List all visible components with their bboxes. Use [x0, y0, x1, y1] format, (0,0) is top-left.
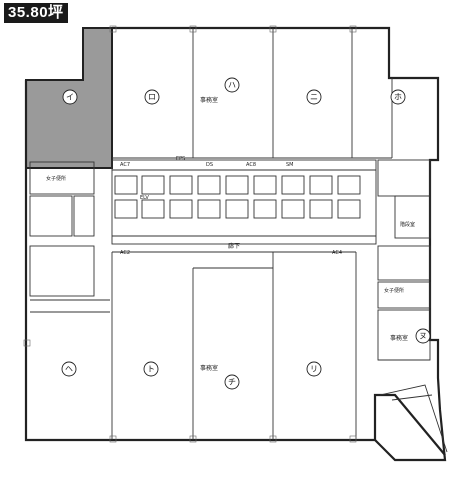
unit-he: ヘ [61, 361, 77, 377]
svg-text:ホ: ホ [394, 93, 402, 102]
building-outline [24, 26, 447, 462]
unit-nu: ヌ [415, 328, 431, 344]
left-service [29, 161, 110, 313]
right-service [377, 159, 431, 361]
svg-text:ヌ: ヌ [419, 332, 427, 341]
svg-text:ロ: ロ [148, 93, 156, 102]
wc-label-left: 女子便所 [46, 175, 66, 182]
office-label-south: 事務室 [200, 364, 218, 372]
ac7-label: AC7 [120, 162, 130, 168]
south-partitions [111, 251, 357, 440]
svg-text:チ: チ [228, 378, 236, 387]
corridor-label: 廊下 [228, 242, 240, 250]
ac8-label: AC8 [246, 162, 256, 168]
svg-text:ハ: ハ [228, 81, 236, 90]
unit-markers: イ ロ ハ ニ ホ ヘ ト チ リ ヌ [61, 77, 431, 390]
unit-to: ト [143, 361, 159, 377]
unit-i: イ [62, 89, 78, 105]
unit-ro: ロ [144, 89, 160, 105]
columns [23, 25, 357, 443]
office-label-east: 事務室 [390, 334, 408, 342]
north-partitions [112, 28, 393, 159]
ac4-label: AC4 [332, 250, 342, 256]
svg-text:ニ: ニ [310, 93, 318, 102]
ds-label: DS [206, 162, 213, 168]
sm-label: SM [286, 162, 294, 168]
unit-ni: ニ [306, 89, 322, 105]
ac2-label: AC2 [120, 250, 130, 256]
svg-text:リ: リ [310, 365, 318, 374]
svg-text:イ: イ [66, 93, 74, 102]
svg-text:ヘ: ヘ [65, 365, 73, 374]
unit-chi: チ [224, 374, 240, 390]
unit-ri: リ [306, 361, 322, 377]
stair-label: 階段室 [400, 221, 415, 228]
elv-label: ELV [140, 195, 149, 201]
wc-label-right: 女子便所 [384, 287, 404, 294]
unit-ha: ハ [224, 77, 240, 93]
svg-text:ト: ト [147, 365, 155, 374]
office-label-north: 事務室 [200, 96, 218, 104]
eps-label: EPS [176, 156, 185, 162]
unit-ho: ホ [390, 89, 406, 105]
core [111, 159, 377, 245]
area-label: 35.80坪 [4, 3, 68, 23]
